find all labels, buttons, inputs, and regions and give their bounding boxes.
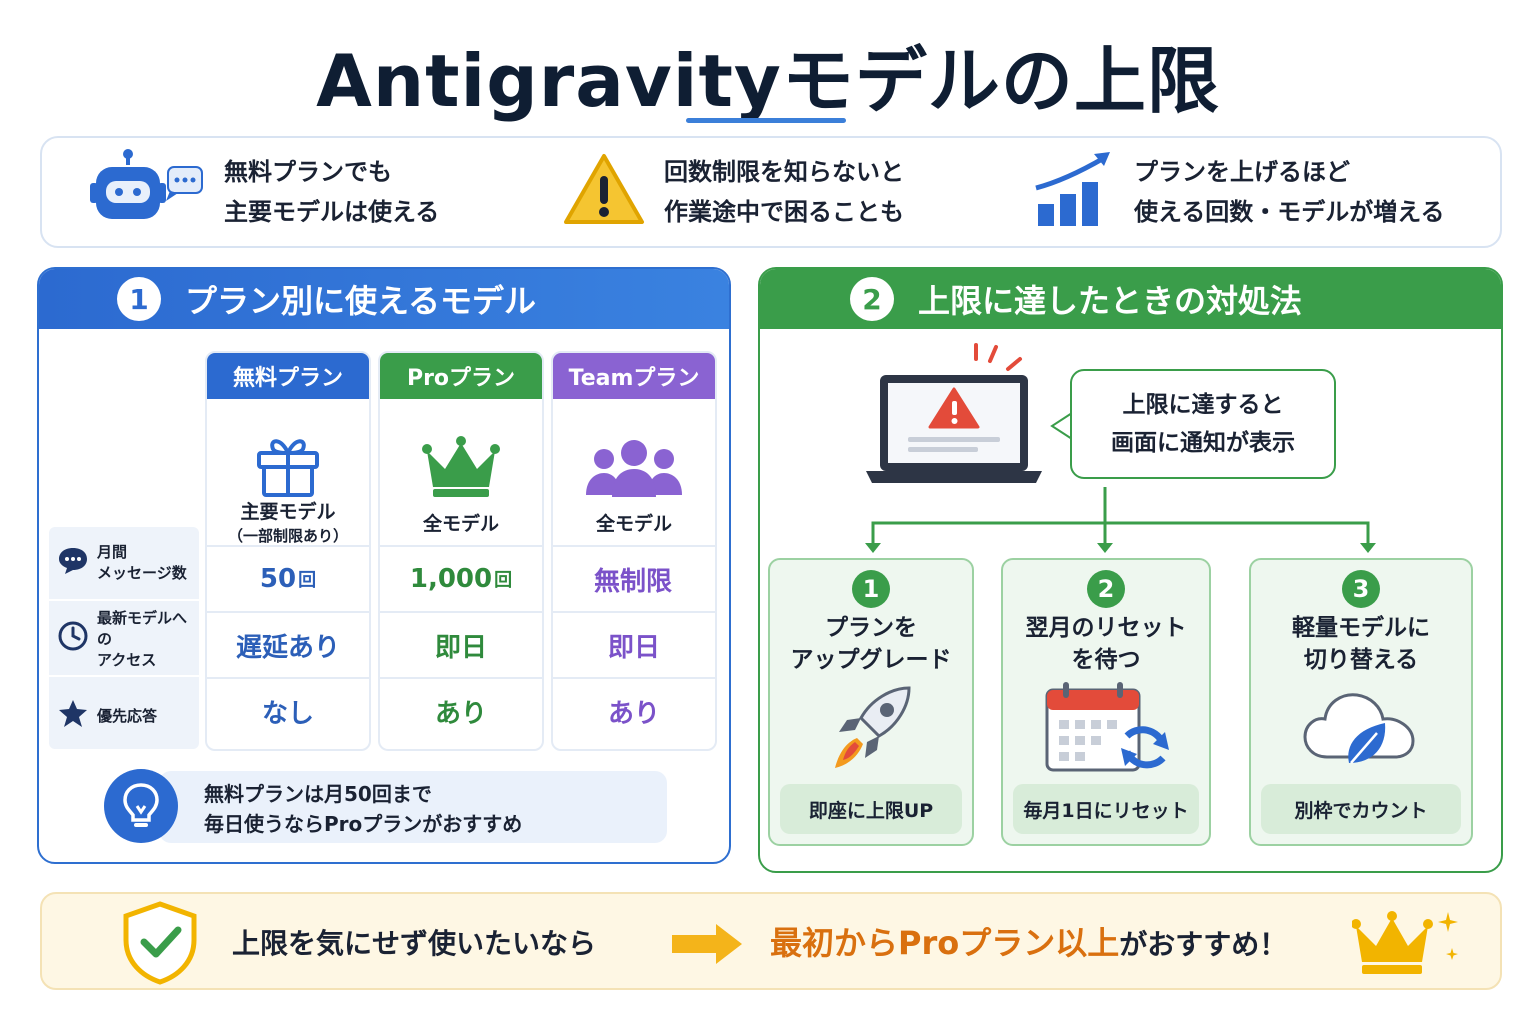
priority-team: あり bbox=[553, 677, 715, 743]
recommendation-lead: 上限を気にせず使いたいなら bbox=[232, 927, 597, 960]
team-icon bbox=[553, 409, 715, 499]
star-icon bbox=[57, 698, 89, 734]
plan-model-free: 主要モデル （一部制限あり） bbox=[227, 501, 348, 545]
plan-column-team: Teamプラン 全モデル 無制限 即日 あり bbox=[551, 351, 717, 751]
step-foot: 別枠でカウント bbox=[1261, 784, 1461, 834]
plan-models-header: 1 プラン別に使えるモデル bbox=[39, 269, 729, 329]
tip-text: 無料プランは月50回まで 毎日使うならProプランがおすすめ bbox=[204, 782, 523, 836]
summary-banner: 無料プランでも 主要モデルは使える 回数制限を知らないと 作業途中で困ることも bbox=[40, 136, 1502, 248]
priority-pro: あり bbox=[380, 677, 542, 743]
crown-icon bbox=[380, 409, 542, 499]
page-title: Antigravityモデルの上限 bbox=[316, 39, 1220, 123]
recommendation-accent: 最初からProプラン以上がおすすめ！ bbox=[770, 924, 1288, 962]
plan-name-pro: Proプラン bbox=[380, 353, 542, 399]
summary-item-warning: 回数制限を知らないと 作業途中で困ることも bbox=[562, 138, 904, 246]
solution-switch-model: 3 軽量モデルに 切り替える 別枠でカウント bbox=[1249, 558, 1473, 846]
calendar-refresh-icon bbox=[1003, 678, 1209, 778]
row-label-messages: 月間メッセージ数 bbox=[49, 527, 199, 601]
solution-wait-reset: 2 翌月のリセット を待つ 毎月1日にリセット bbox=[1001, 558, 1211, 846]
plan-tip: 無料プランは月50回まで 毎日使うならProプランがおすすめ bbox=[104, 769, 667, 843]
arrow-right-icon bbox=[672, 922, 744, 970]
notification-bubble: 上限に達すると 画面に通知が表示 bbox=[1070, 369, 1336, 479]
chat-icon bbox=[57, 545, 89, 581]
warning-icon bbox=[562, 152, 646, 232]
plan-models-panel: 1 プラン別に使えるモデル 月間メッセージ数 最新モデルへのアクセス 優先応答 … bbox=[37, 267, 731, 864]
limit-solutions-header: 2 上限に達したときの対処法 bbox=[760, 269, 1501, 329]
step-title: 軽量モデルに 切り替える bbox=[1292, 615, 1430, 673]
summary-text-warning: 回数制限を知らないと 作業途中で困ることも bbox=[664, 158, 904, 226]
access-free: 遅延あり bbox=[207, 611, 369, 677]
plan-name-team: Teamプラン bbox=[553, 353, 715, 399]
shield-check-icon bbox=[118, 900, 202, 990]
summary-text-growth: プランを上げるほど 使える回数・モデルが増える bbox=[1134, 158, 1445, 226]
crown-icon bbox=[1351, 908, 1462, 984]
laptop-alert-icon bbox=[860, 339, 1050, 493]
step-foot: 毎月1日にリセット bbox=[1013, 784, 1199, 834]
flow-connector bbox=[860, 487, 1380, 561]
section-title: プラン別に使えるモデル bbox=[185, 282, 537, 320]
tip-background bbox=[159, 771, 667, 843]
access-pro: 即日 bbox=[380, 611, 542, 677]
section-number: 1 bbox=[117, 277, 161, 321]
access-team: 即日 bbox=[553, 611, 715, 677]
rocket-icon bbox=[770, 678, 972, 778]
section-number: 2 bbox=[850, 277, 894, 321]
gift-icon bbox=[207, 409, 369, 499]
plan-model-pro: 全モデル bbox=[422, 513, 499, 535]
step-number: 1 bbox=[852, 570, 890, 608]
robot-icon bbox=[90, 147, 206, 237]
plan-name-free: 無料プラン bbox=[207, 353, 369, 399]
step-number: 3 bbox=[1342, 570, 1380, 608]
row-labels: 月間メッセージ数 最新モデルへのアクセス 優先応答 bbox=[49, 527, 199, 749]
summary-item-free: 無料プランでも 主要モデルは使える bbox=[90, 138, 439, 246]
plan-model-team: 全モデル bbox=[595, 513, 672, 535]
row-label-priority: 優先応答 bbox=[49, 679, 199, 753]
solution-upgrade: 1 プランを アップグレード 即座に上限UP bbox=[768, 558, 974, 846]
summary-text-free: 無料プランでも 主要モデルは使える bbox=[224, 158, 440, 226]
step-title: 翌月のリセット を待つ bbox=[1025, 615, 1187, 673]
step-title: プランを アップグレード bbox=[790, 615, 952, 673]
title-underline bbox=[686, 118, 846, 123]
row-label-access: 最新モデルへのアクセス bbox=[49, 603, 199, 677]
cloud-leaf-icon bbox=[1251, 678, 1471, 778]
summary-item-growth: プランを上げるほど 使える回数・モデルが増える bbox=[1032, 138, 1445, 246]
priority-free: なし bbox=[207, 677, 369, 743]
clock-icon bbox=[57, 620, 89, 658]
step-number: 2 bbox=[1087, 570, 1125, 608]
limit-solutions-panel: 2 上限に達したときの対処法 上限に達すると 画面に通知が表示 bbox=[758, 267, 1503, 873]
bubble-tail bbox=[1050, 411, 1074, 445]
lightbulb-icon bbox=[104, 769, 178, 843]
recommendation-banner: 上限を気にせず使いたいなら 最初からProプラン以上がおすすめ！ bbox=[40, 892, 1502, 990]
step-foot: 即座に上限UP bbox=[780, 784, 962, 834]
messages-team: 無制限 bbox=[553, 545, 715, 611]
section-title: 上限に達したときの対処法 bbox=[918, 282, 1303, 320]
growth-chart-icon bbox=[1032, 150, 1116, 234]
